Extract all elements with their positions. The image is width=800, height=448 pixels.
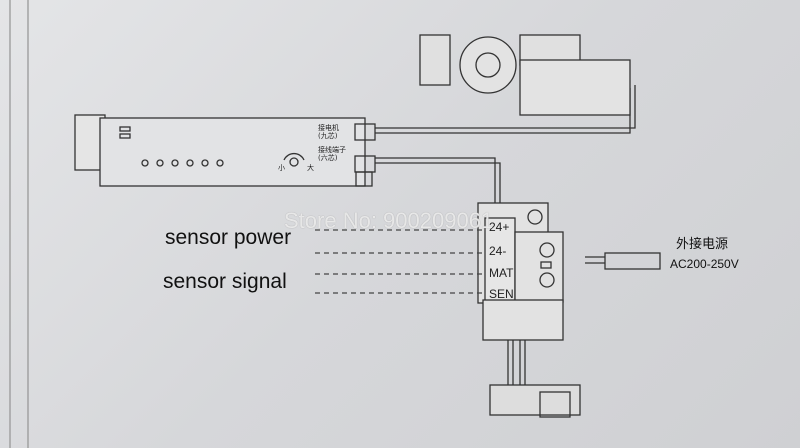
external-power-label: 外接电源 bbox=[676, 237, 729, 252]
terminal-24-minus: 24- bbox=[489, 244, 507, 258]
sensor-power-label: sensor power bbox=[165, 226, 292, 249]
power-cable bbox=[585, 252, 661, 270]
sensor-signal-label: sensor signal bbox=[163, 270, 287, 293]
motor-connection-text: 接电机 bbox=[318, 124, 339, 132]
terminal-connection-text: 接线端子 bbox=[318, 146, 346, 154]
screw-icon bbox=[539, 242, 555, 258]
terminal-sen: SEN bbox=[489, 287, 514, 301]
terminal-mat: MAT bbox=[489, 266, 514, 280]
terminal-24-plus: 24+ bbox=[489, 220, 510, 234]
watermark: Store No: 900209061 bbox=[284, 208, 494, 233]
terminal-cores-text: (六芯) bbox=[318, 154, 338, 162]
motor-cable bbox=[375, 85, 636, 129]
knob-min-label: 小 bbox=[278, 164, 285, 172]
controller-unit bbox=[74, 114, 376, 187]
sensor-wires bbox=[315, 229, 485, 294]
terminal-connection-label: 接线端子(六芯) bbox=[318, 146, 346, 162]
motor-cores-text: (九芯) bbox=[318, 132, 338, 140]
knob-max-label: 大 bbox=[307, 164, 314, 172]
motor-unit bbox=[419, 34, 631, 116]
voltage-label: AC200-250V bbox=[670, 257, 739, 271]
terminal-block bbox=[477, 202, 581, 418]
screw-icon bbox=[527, 209, 543, 225]
terminal-cable bbox=[375, 157, 496, 215]
screw-icon bbox=[539, 272, 555, 288]
motor-connection-label: 接电机(九芯) bbox=[318, 124, 339, 140]
knob-icon bbox=[289, 157, 299, 167]
